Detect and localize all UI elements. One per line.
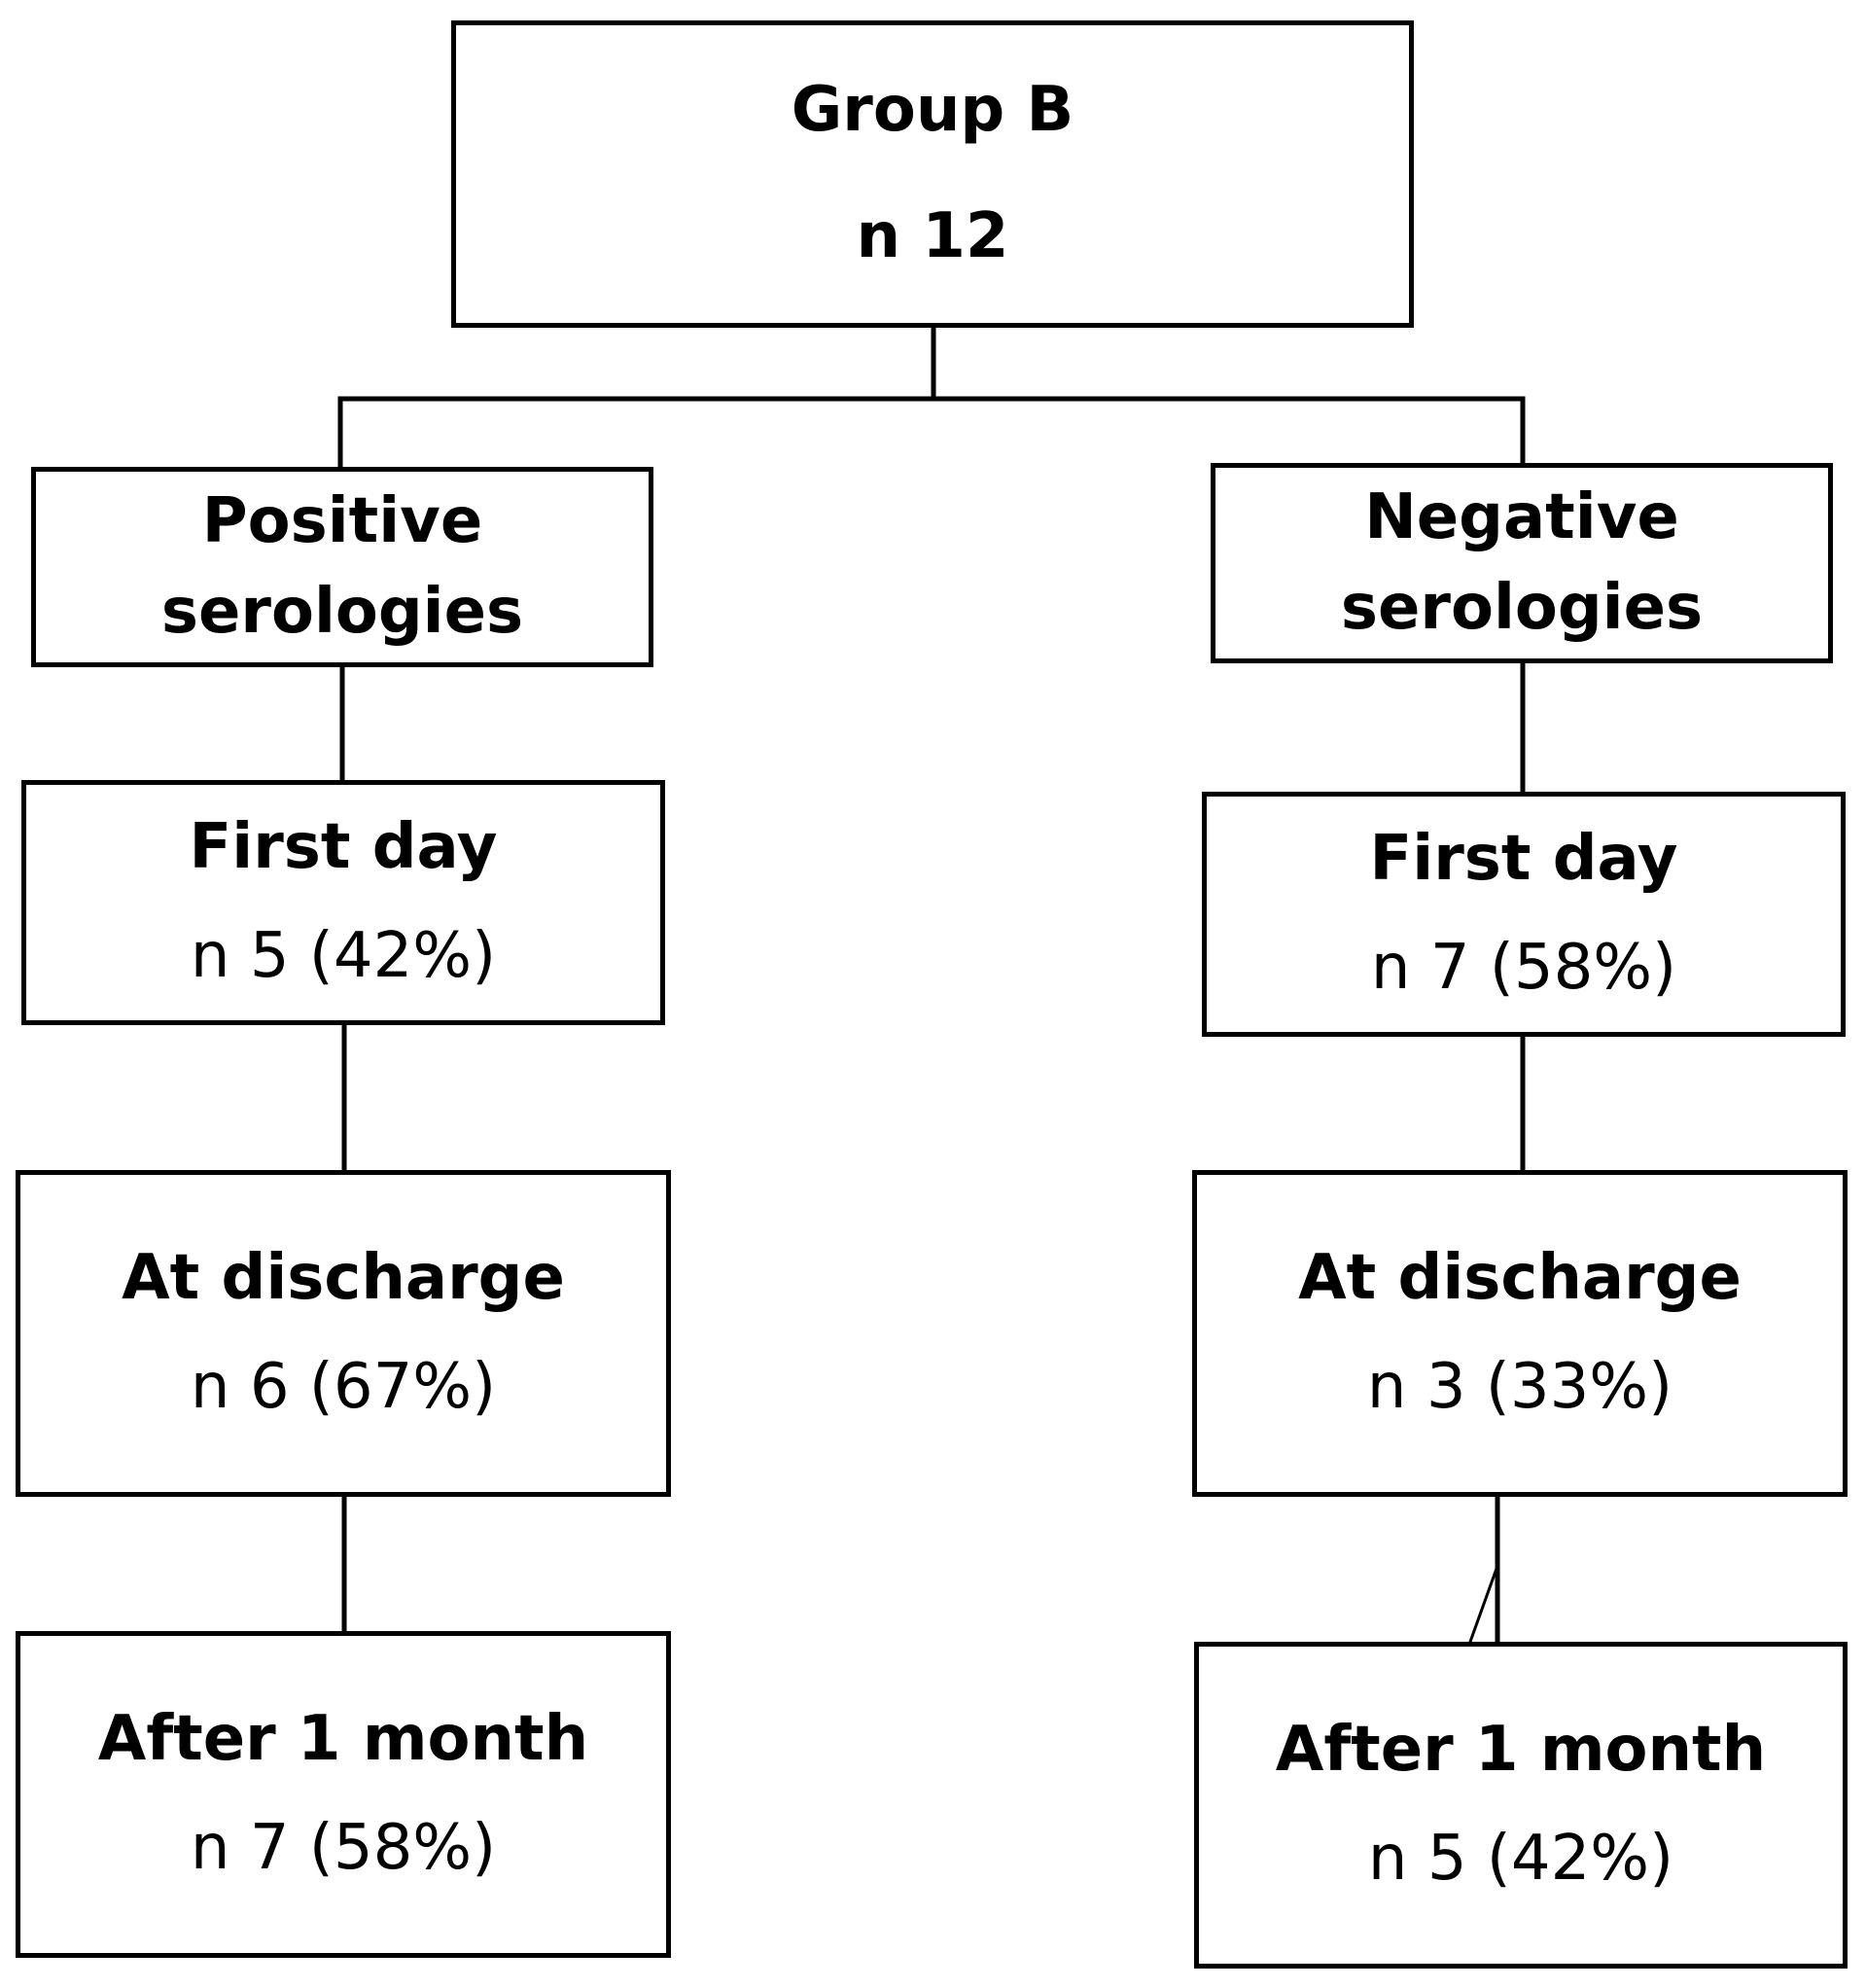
positive-one-month-title: After 1 month — [97, 1703, 589, 1776]
positive-serologies-box: Positive serologies — [31, 467, 653, 667]
group-b-box: Group B n 12 — [451, 20, 1414, 328]
negative-discharge-title: At discharge — [1298, 1242, 1742, 1315]
negative-discharge-box: At discharge n 3 (33%) — [1192, 1170, 1848, 1497]
negative-first-day-title: First day — [1369, 823, 1678, 896]
positive-first-day-count: n 5 (42%) — [190, 920, 497, 992]
negative-one-month-box: After 1 month n 5 (42%) — [1194, 1642, 1848, 1969]
negative-serologies-label: Negative serologies — [1340, 481, 1704, 644]
positive-one-month-count: n 7 (58%) — [190, 1812, 497, 1884]
negative-one-month-count: n 5 (42%) — [1367, 1823, 1674, 1895]
group-b-count: n 12 — [856, 200, 1009, 272]
positive-discharge-title: At discharge — [122, 1242, 565, 1315]
negative-first-day-box: First day n 7 (58%) — [1202, 792, 1846, 1037]
positive-discharge-count: n 6 (67%) — [190, 1351, 497, 1423]
positive-serologies-label: Positive serologies — [160, 485, 524, 648]
connector-negative-discharge-to-month-slant — [1468, 1564, 1499, 1644]
positive-first-day-title: First day — [189, 811, 498, 884]
negative-one-month-title: After 1 month — [1275, 1714, 1767, 1787]
negative-first-day-count: n 7 (58%) — [1370, 932, 1677, 1004]
positive-first-day-box: First day n 5 (42%) — [21, 780, 665, 1025]
positive-one-month-box: After 1 month n 7 (58%) — [16, 1631, 671, 1958]
group-b-title: Group B — [791, 74, 1074, 147]
positive-discharge-box: At discharge n 6 (67%) — [16, 1170, 671, 1497]
negative-discharge-count: n 3 (33%) — [1366, 1351, 1673, 1423]
negative-serologies-box: Negative serologies — [1211, 463, 1833, 663]
